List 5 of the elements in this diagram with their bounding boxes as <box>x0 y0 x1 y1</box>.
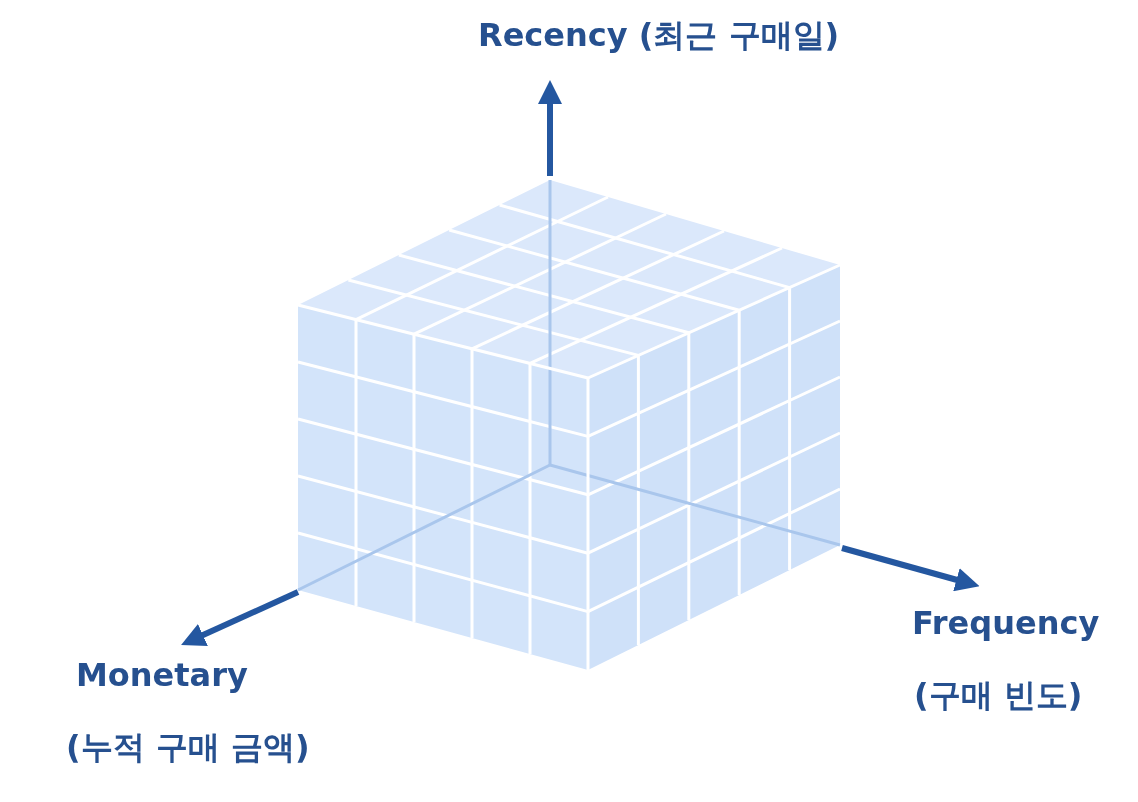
axis-label: Monetary <box>76 656 248 695</box>
axis-label: Recency (최근 구매일) <box>478 16 840 55</box>
axis-label: Frequency <box>912 604 1100 643</box>
axis-label: (구매 빈도) <box>914 676 1083 715</box>
axis-label: (누적 구매 금액) <box>66 728 310 767</box>
